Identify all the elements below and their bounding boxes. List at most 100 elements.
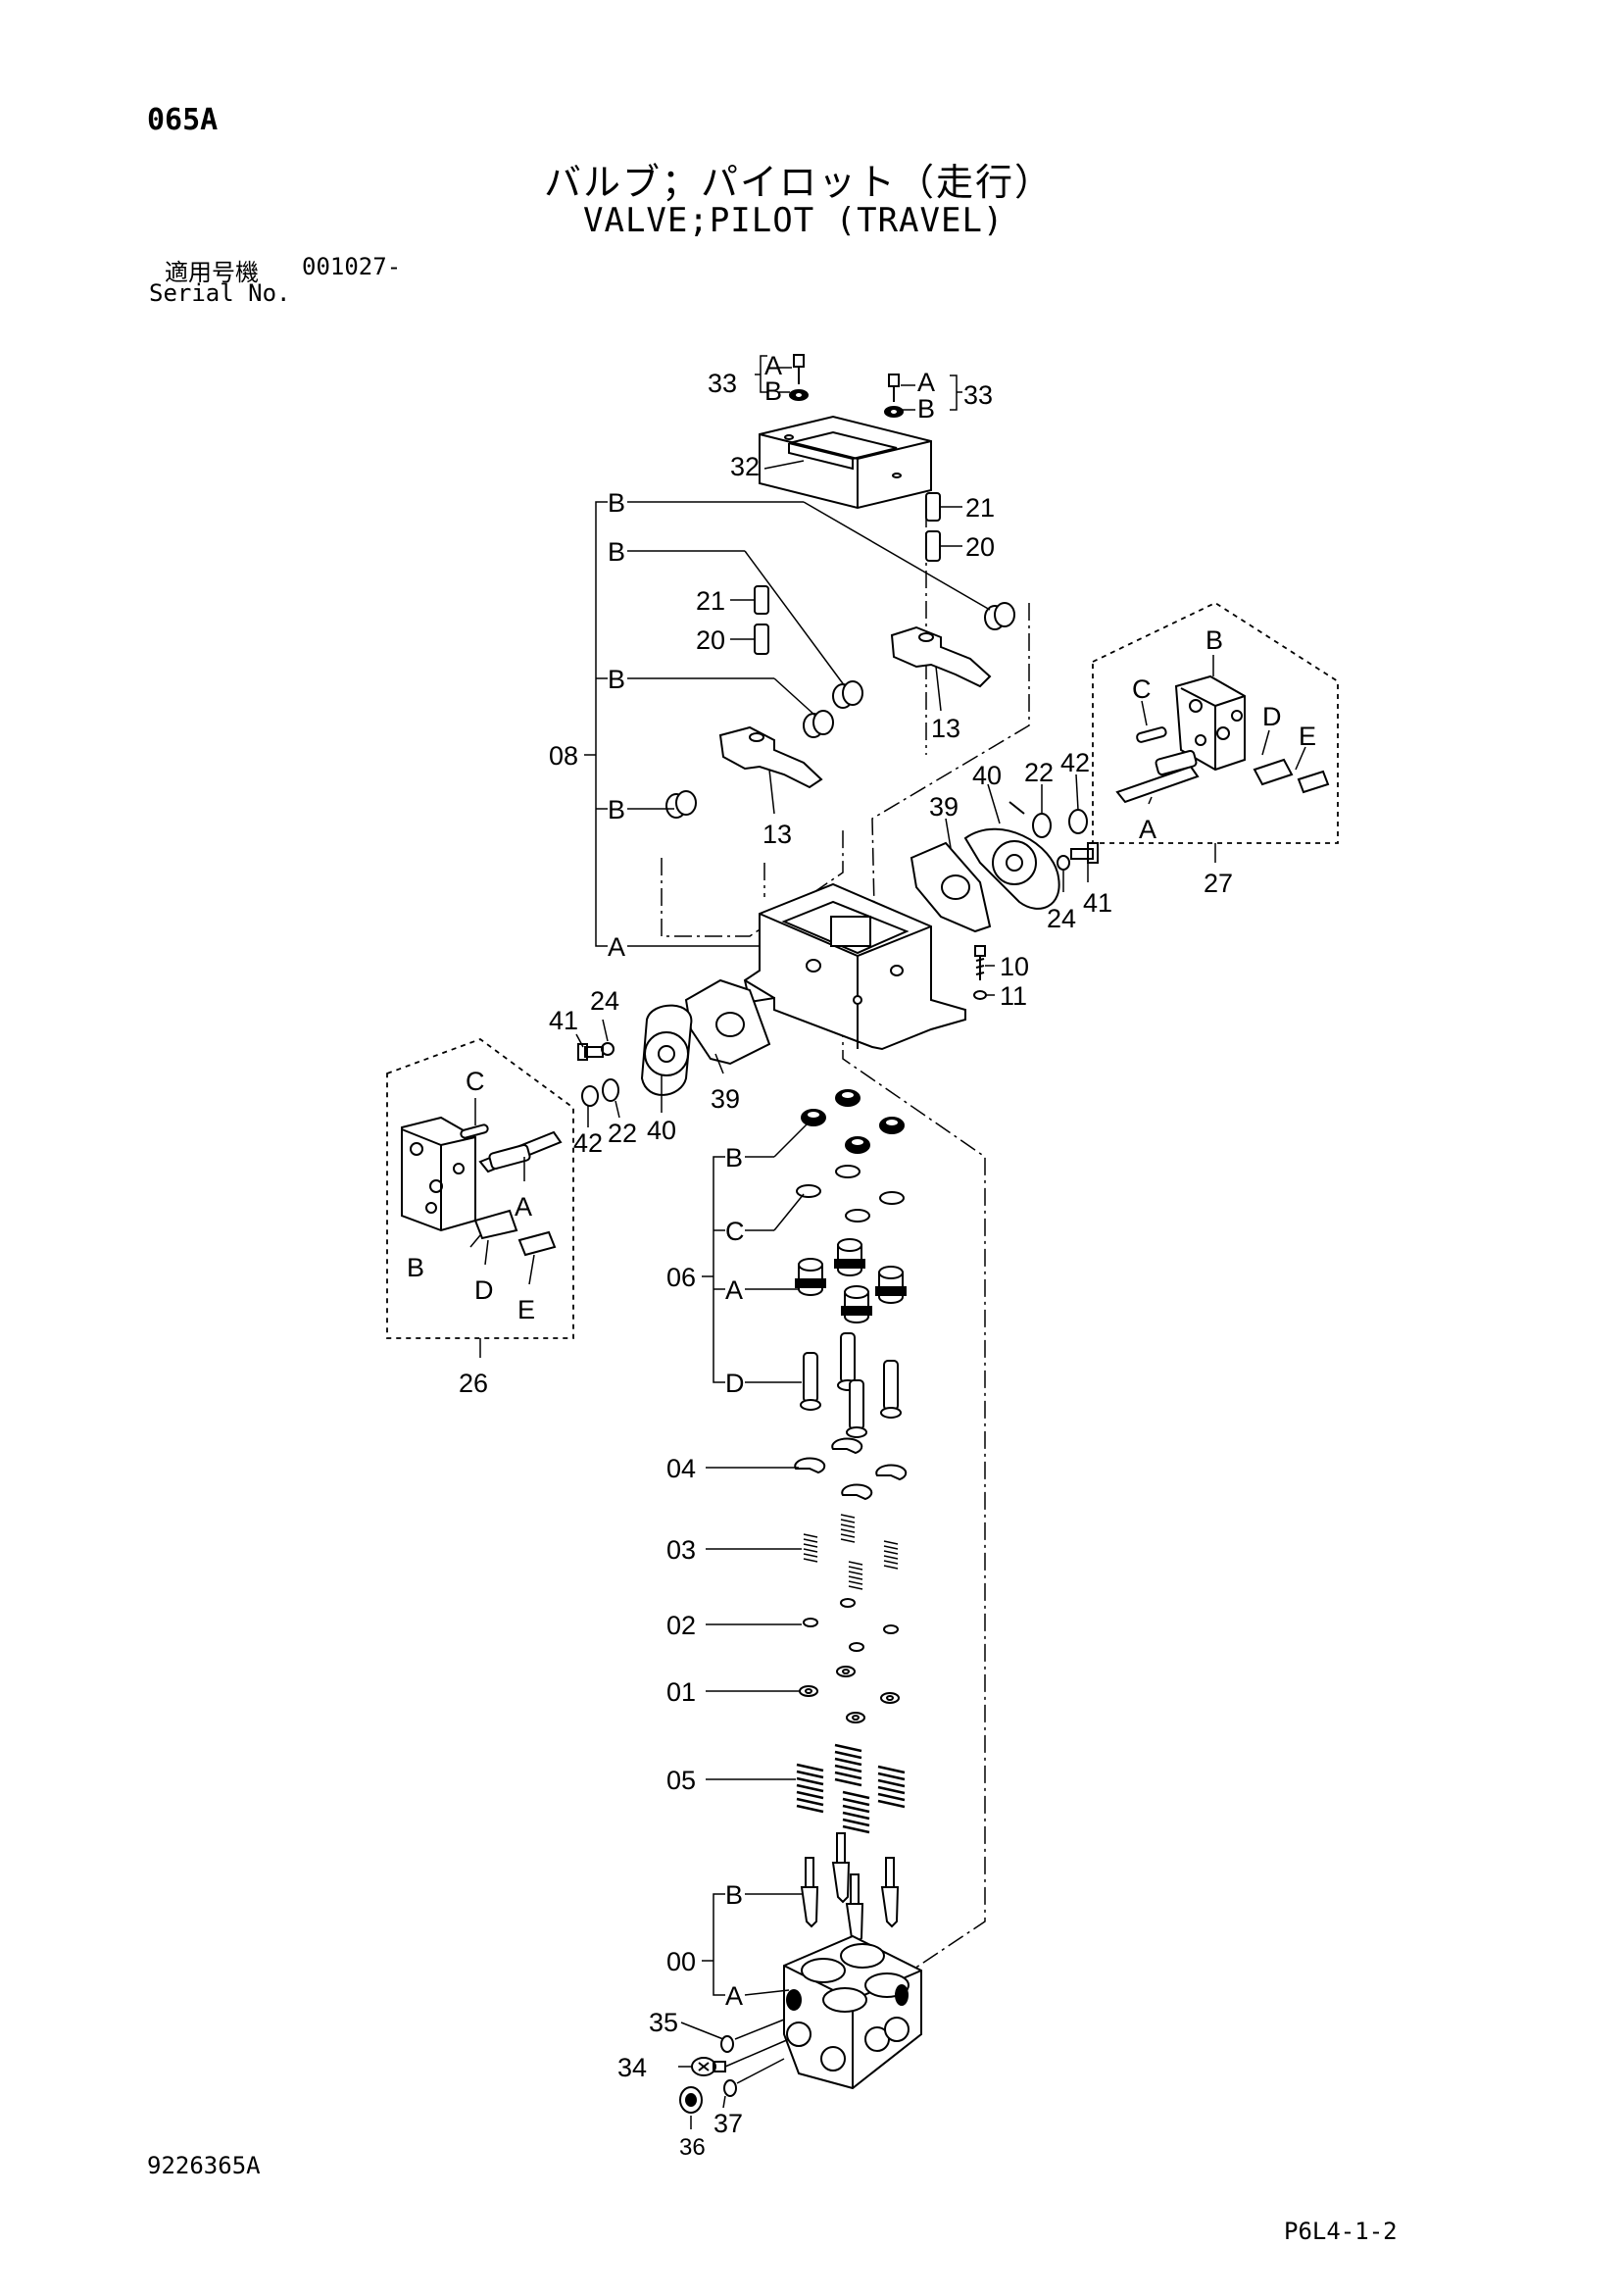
- label-02: 02: [666, 1611, 696, 1640]
- label-00-a: A: [725, 1981, 743, 2011]
- label-01: 01: [666, 1677, 696, 1707]
- label-08-b4: B: [608, 795, 625, 824]
- label-34: 34: [617, 2053, 647, 2082]
- bolt-33-right: [884, 374, 904, 418]
- label-08-b1: B: [608, 488, 625, 518]
- label-08-a: A: [608, 932, 625, 962]
- plug-34: [691, 2057, 726, 2076]
- label-33-right-b: B: [917, 394, 935, 424]
- label-39-right: 39: [929, 792, 959, 822]
- springs-05: [796, 1743, 906, 1834]
- label-42-left: 42: [573, 1128, 603, 1158]
- bolt-41-right: [1057, 842, 1099, 871]
- plug-36: [679, 2086, 703, 2114]
- label-26: 26: [459, 1369, 488, 1398]
- label-41-left: 41: [549, 1006, 578, 1035]
- label-11: 11: [1000, 981, 1027, 1011]
- title-japanese: バルブ；パイロット（走行）: [544, 161, 1055, 204]
- kit-27: [1092, 601, 1339, 844]
- label-00: 00: [666, 1947, 696, 1976]
- label-21-lower: 21: [696, 586, 725, 616]
- casing: [743, 882, 966, 1051]
- label-41-right: 41: [1083, 888, 1112, 918]
- cam-plate-right: [910, 801, 1060, 933]
- label-26-d: D: [474, 1275, 494, 1305]
- bolt-10: [973, 945, 987, 1000]
- label-08-b2: B: [608, 537, 625, 567]
- label-27-e: E: [1299, 722, 1316, 751]
- label-06-a: A: [725, 1275, 743, 1305]
- serial-number-value: 001027-: [302, 253, 402, 280]
- label-06: 06: [666, 1263, 696, 1292]
- label-40-left: 40: [647, 1116, 676, 1145]
- label-33-left-a: A: [764, 351, 782, 380]
- oring-42-left: [581, 1085, 599, 1107]
- label-26-c: C: [466, 1067, 485, 1096]
- spools-00b: [800, 1832, 900, 1945]
- label-33-right: 33: [963, 380, 993, 410]
- label-27-d: D: [1262, 702, 1282, 731]
- pushers-06d: [800, 1332, 902, 1438]
- clips-04: [794, 1437, 908, 1501]
- page-reference: P6L4-1-2: [1284, 2218, 1398, 2245]
- label-26-a: A: [515, 1192, 532, 1222]
- label-06-c: C: [725, 1217, 745, 1246]
- label-27-c: C: [1132, 674, 1152, 704]
- label-06-b: B: [725, 1143, 743, 1173]
- label-26-b: B: [407, 1253, 424, 1282]
- label-04: 04: [666, 1454, 696, 1483]
- serial-label-japanese: 適用号機: [165, 259, 259, 286]
- leader-lines: [469, 460, 1306, 2129]
- cam-plate-left: [640, 978, 771, 1096]
- oring-22-right: [1032, 813, 1052, 838]
- label-27: 27: [1204, 869, 1233, 898]
- label-42-right: 42: [1060, 748, 1090, 777]
- oring-42-right: [1068, 809, 1088, 834]
- label-32: 32: [730, 452, 760, 481]
- bolt-33-left: [789, 354, 809, 401]
- bushings: [665, 602, 1015, 819]
- washers-02: [803, 1598, 899, 1652]
- oring-22-left: [602, 1078, 619, 1102]
- figure-code: 9226365A: [147, 2152, 261, 2179]
- serial-label-english: Serial No.: [149, 279, 291, 307]
- oring-37: [723, 2079, 737, 2097]
- label-33-right-a: A: [917, 368, 935, 397]
- cam-lever-lower: [718, 725, 823, 789]
- kit-26: [386, 1037, 574, 1339]
- label-03: 03: [666, 1535, 696, 1565]
- callout-labels: 33 A B A B 33 32 21 20 21 20 B B B B A 0…: [407, 351, 1316, 2161]
- label-08: 08: [549, 741, 578, 771]
- label-13-upper: 13: [931, 714, 960, 743]
- label-26-e: E: [517, 1295, 535, 1324]
- valve-body: [783, 1934, 922, 2090]
- label-39-left: 39: [711, 1084, 740, 1114]
- label-20-upper: 20: [965, 532, 995, 562]
- label-27-a: A: [1139, 815, 1156, 844]
- label-37: 37: [713, 2109, 743, 2138]
- label-22-right: 22: [1024, 758, 1054, 787]
- springs-03: [803, 1514, 899, 1590]
- label-27-b: B: [1205, 625, 1223, 655]
- label-24-right: 24: [1047, 904, 1076, 933]
- label-00-b: B: [725, 1880, 743, 1910]
- label-13-lower: 13: [762, 820, 792, 849]
- label-33-left-b: B: [764, 376, 782, 406]
- label-06-d: D: [725, 1369, 745, 1398]
- label-22-left: 22: [608, 1119, 637, 1148]
- label-24-left: 24: [590, 986, 619, 1016]
- label-36: 36: [679, 2134, 706, 2161]
- label-35: 35: [649, 2008, 678, 2037]
- label-33-left: 33: [708, 369, 737, 398]
- cover-plate: [759, 415, 932, 510]
- cam-lever-upper: [890, 625, 992, 688]
- label-21-upper: 21: [965, 493, 995, 523]
- title-english: VALVE;PILOT (TRAVEL): [583, 201, 1005, 240]
- plugs-06: [796, 1089, 905, 1223]
- bolt-41-left: [577, 1042, 615, 1061]
- washers-01: [799, 1666, 900, 1723]
- oring-35: [720, 2035, 734, 2053]
- label-08-b3: B: [608, 665, 625, 694]
- label-05: 05: [666, 1766, 696, 1795]
